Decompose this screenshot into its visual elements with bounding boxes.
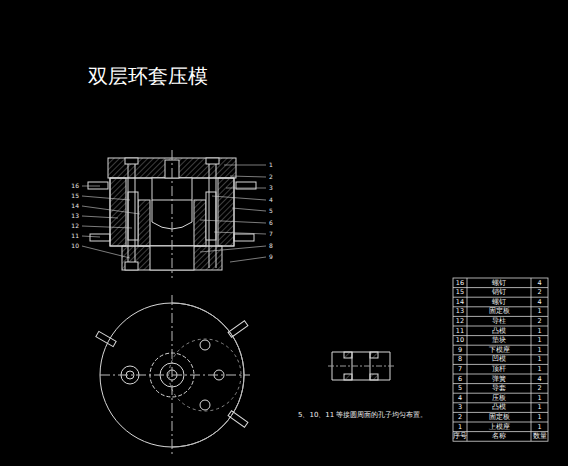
table-cell: 1 (531, 347, 548, 354)
table-cell: 导套 (467, 385, 531, 392)
drawing-title: 双层环套压模 (88, 66, 208, 86)
table-cell: 螺钉 (467, 280, 531, 287)
callout-number: 10 (71, 243, 79, 249)
table-cell: 凸模 (467, 328, 531, 335)
plan-view (96, 295, 250, 456)
table-rule (453, 297, 548, 298)
callout-number: 5 (269, 208, 273, 214)
table-cell: 序号 (453, 433, 467, 440)
table-cell: 2 (531, 318, 548, 325)
table-cell: 4 (453, 395, 467, 402)
table-cell: 凹模 (467, 356, 531, 363)
table-cell: 1 (531, 404, 548, 411)
table-cell: 6 (453, 376, 467, 383)
table-cell: 9 (453, 347, 467, 354)
callout-number: 14 (71, 203, 79, 209)
callout-number: 3 (269, 185, 273, 191)
table-cell: 1 (531, 337, 548, 344)
table-rule (453, 364, 548, 365)
callout-number: 13 (71, 213, 79, 219)
callout-number: 4 (269, 197, 273, 203)
table-rule (453, 287, 548, 288)
leader-lines (82, 165, 266, 262)
table-cell: 8 (453, 356, 467, 363)
table-rule (453, 412, 548, 413)
table-cell: 下模座 (467, 347, 531, 354)
table-cell: 16 (453, 280, 467, 287)
table-cell: 螺钉 (467, 299, 531, 306)
table-rule (453, 354, 548, 355)
technical-note: 5、10、11 等接圆周面的孔子均匀布置。 (298, 412, 428, 419)
parts-table (453, 278, 548, 441)
table-rule (453, 335, 548, 336)
table-cell: 11 (453, 328, 467, 335)
callout-number: 2 (269, 174, 273, 180)
table-cell: 14 (453, 299, 467, 306)
table-cell: 15 (453, 289, 467, 296)
callout-number: 11 (71, 233, 79, 239)
table-cell: 固定板 (467, 414, 531, 421)
table-cell: 1 (531, 414, 548, 421)
table-rule (453, 402, 548, 403)
callout-number: 12 (71, 223, 79, 229)
table-cell: 1 (453, 424, 467, 431)
table-cell: 顶杆 (467, 366, 531, 373)
table-cell: 1 (531, 328, 548, 335)
table-cell: 1 (531, 308, 548, 315)
callout-number: 6 (269, 220, 273, 226)
table-cell: 压板 (467, 395, 531, 402)
table-cell: 5 (453, 385, 467, 392)
callout-number: 15 (71, 193, 79, 199)
table-cell: 10 (453, 337, 467, 344)
table-cell: 凸模 (467, 404, 531, 411)
section-view (88, 150, 256, 278)
table-cell: 销钉 (467, 289, 531, 296)
table-rule (453, 393, 548, 394)
table-cell: 导柱 (467, 318, 531, 325)
table-cell: 12 (453, 318, 467, 325)
table-cell: 1 (531, 356, 548, 363)
callout-number: 8 (269, 243, 273, 249)
table-rule (453, 374, 548, 375)
table-cell: 弹簧 (467, 376, 531, 383)
table-cell: 2 (531, 385, 548, 392)
table-rule (453, 422, 548, 423)
table-cell: 数量 (531, 433, 548, 440)
table-rule (453, 431, 548, 432)
callout-number: 9 (269, 254, 273, 260)
table-rule (453, 316, 548, 317)
table-cell: 2 (531, 289, 548, 296)
table-cell: 7 (453, 366, 467, 373)
sleeve-part (328, 352, 394, 380)
callout-number: 7 (269, 231, 273, 237)
table-cell: 1 (531, 424, 548, 431)
table-cell: 上模座 (467, 424, 531, 431)
table-cell: 4 (531, 376, 548, 383)
table-cell: 4 (531, 299, 548, 306)
table-cell: 固定板 (467, 308, 531, 315)
callout-number: 1 (269, 162, 273, 168)
table-rule (453, 383, 548, 384)
table-cell: 1 (531, 395, 548, 402)
table-cell: 3 (453, 404, 467, 411)
table-rule (453, 326, 548, 327)
table-cell: 1 (531, 366, 548, 373)
table-rule (453, 306, 548, 307)
table-cell: 名称 (467, 433, 531, 440)
table-cell: 2 (453, 414, 467, 421)
table-cell: 13 (453, 308, 467, 315)
table-cell: 垫块 (467, 337, 531, 344)
callout-number: 16 (71, 183, 79, 189)
table-cell: 4 (531, 280, 548, 287)
table-rule (453, 345, 548, 346)
